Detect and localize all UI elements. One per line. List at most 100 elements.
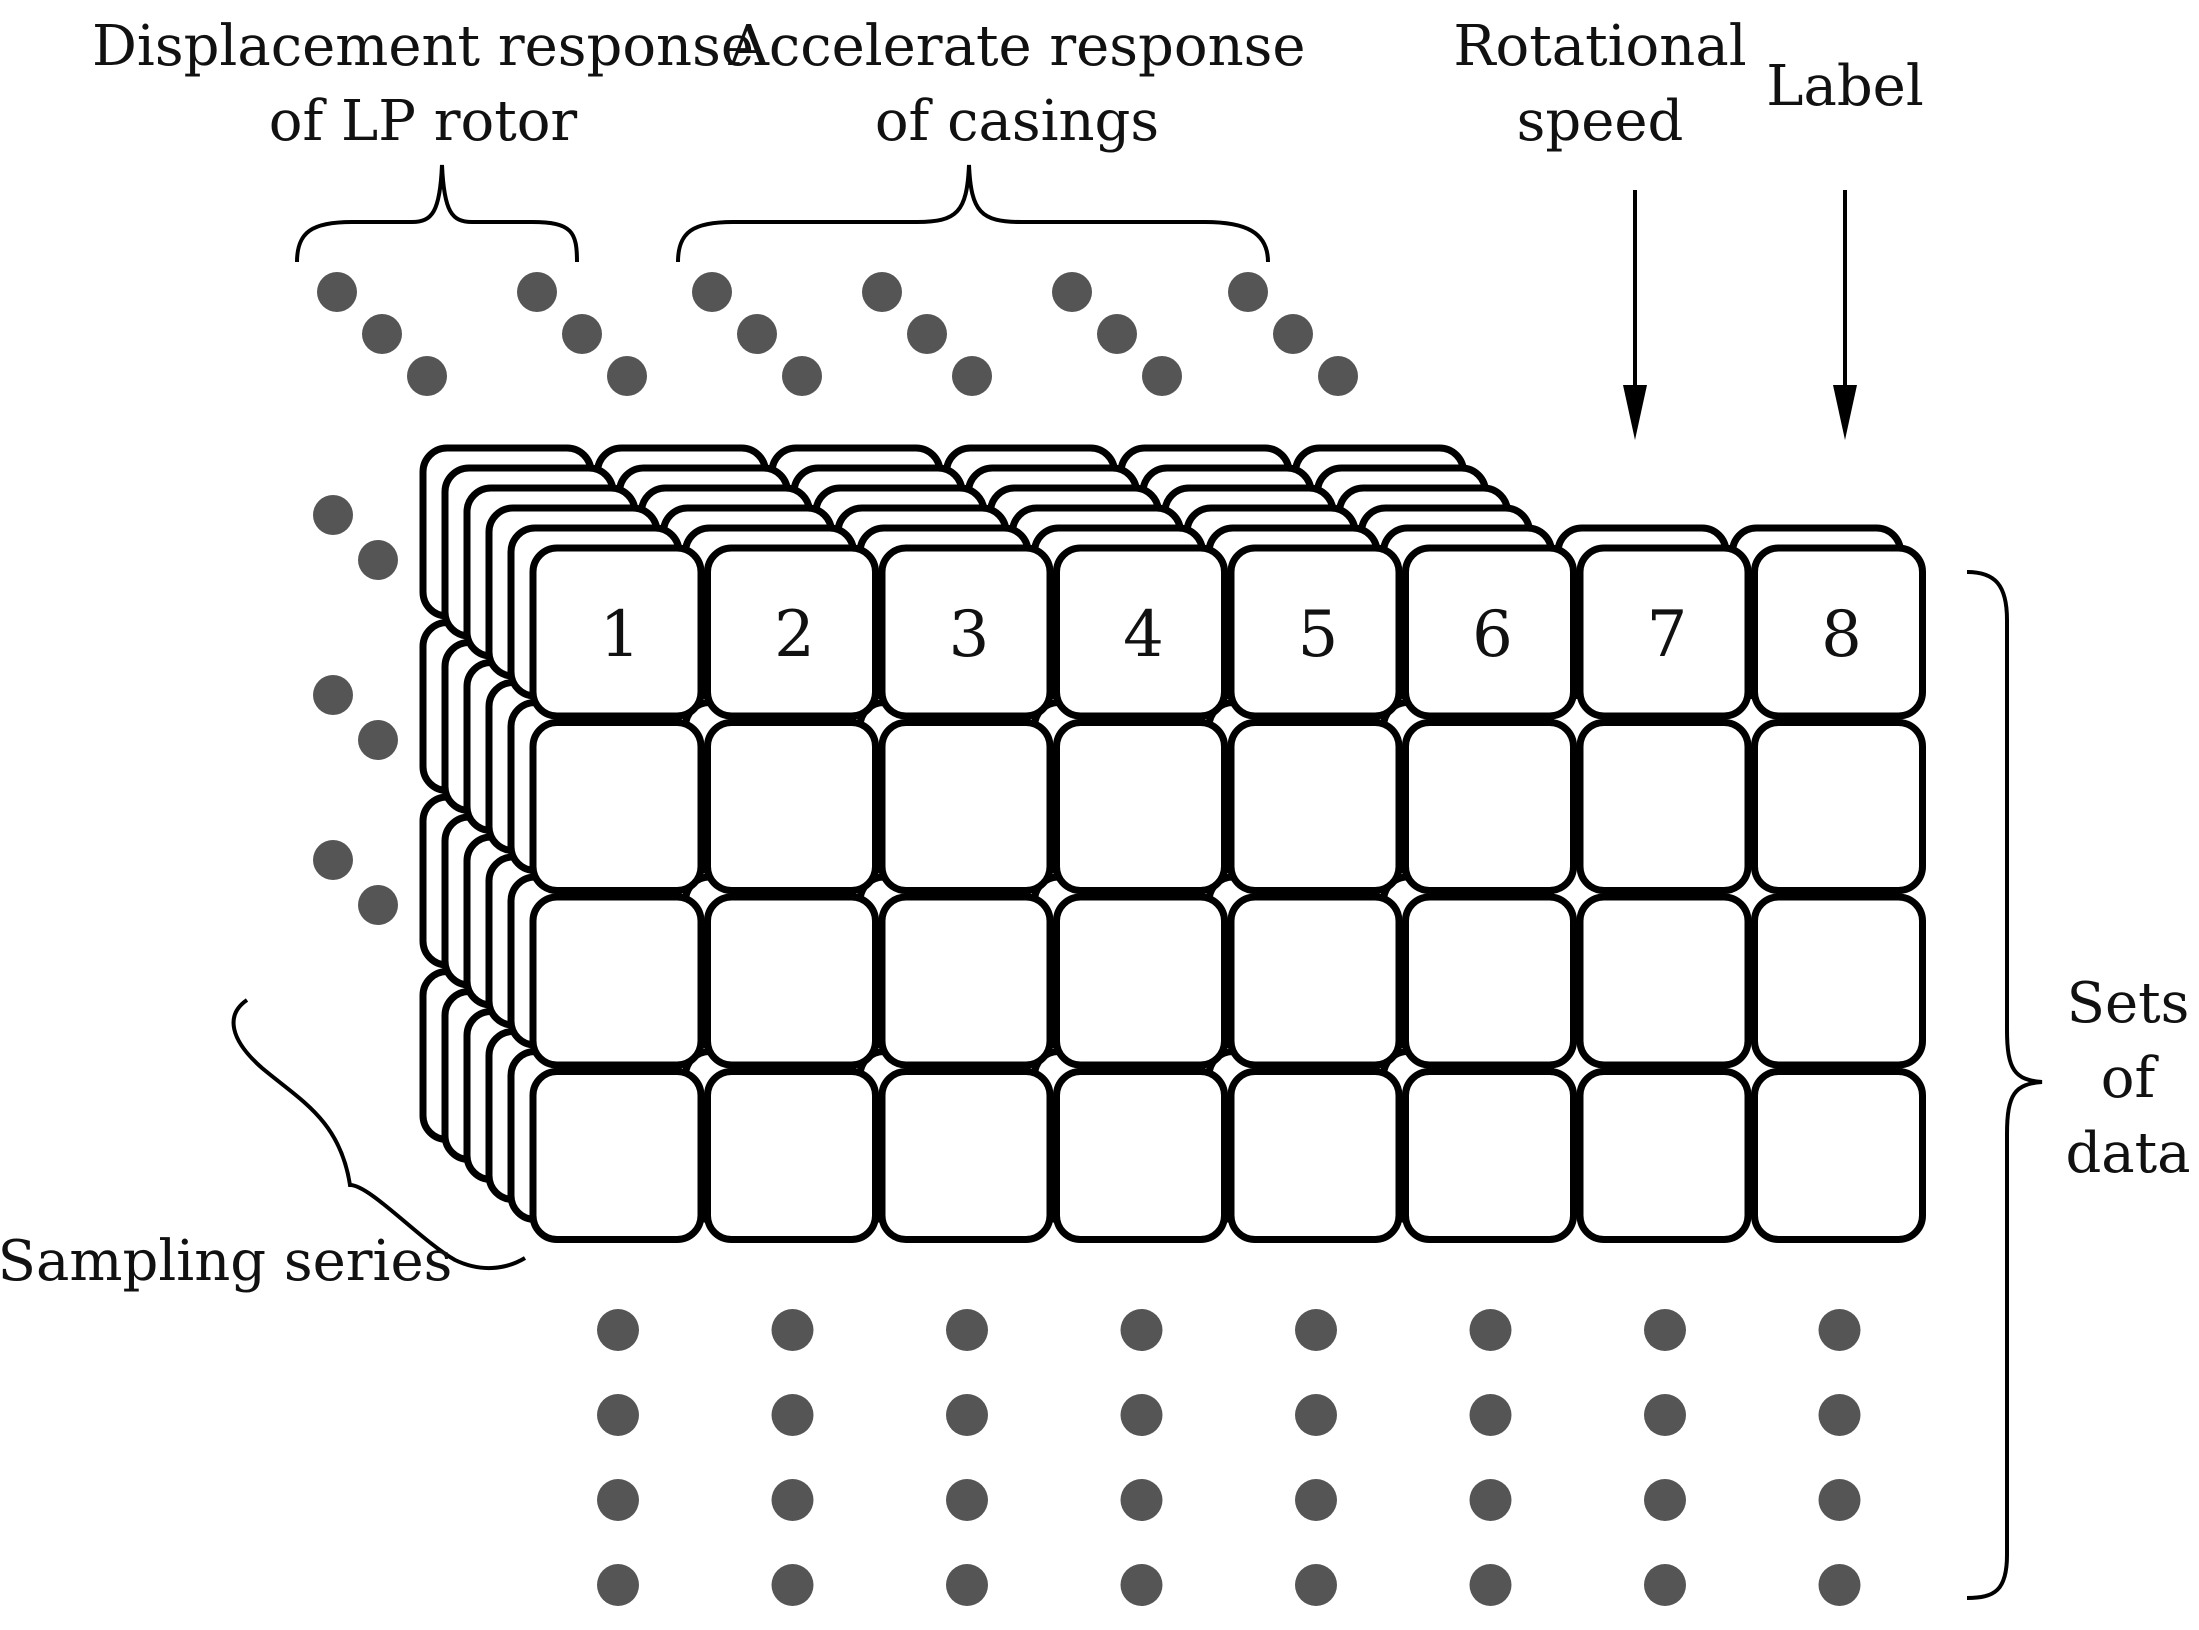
- bottom-dot: [1295, 1394, 1337, 1436]
- depth-dot: [1228, 272, 1268, 312]
- bottom-dot: [946, 1479, 988, 1521]
- depth-dot: [358, 885, 398, 925]
- bottom-dot: [1818, 1564, 1861, 1606]
- data-cell: [529, 719, 705, 894]
- data-cell: [529, 1068, 705, 1243]
- column-header-cell: [1227, 544, 1403, 720]
- displacement-label-line1: Displacement response: [92, 14, 754, 79]
- bottom-dot: [946, 1394, 988, 1436]
- bottom-dot: [1295, 1564, 1337, 1606]
- annotations: [231, 164, 2043, 1600]
- column-number: 6: [1472, 598, 1513, 672]
- depth-dot: [1097, 314, 1137, 354]
- rotational-arrowhead: [1623, 385, 1647, 440]
- bottom-dot: [1818, 1479, 1861, 1521]
- data-cell: [1751, 1068, 1926, 1243]
- column-number: 3: [949, 598, 990, 672]
- bottom-dot: [771, 1394, 814, 1436]
- bottom-dot: [1644, 1394, 1686, 1436]
- depth-dot: [407, 356, 447, 396]
- sampling-brace: [231, 998, 527, 1271]
- depth-dot: [358, 540, 398, 580]
- data-cell: [1751, 719, 1926, 894]
- bottom-dot: [1295, 1309, 1337, 1351]
- column-header-cell: [1751, 544, 1926, 720]
- bottom-dot: [1644, 1564, 1686, 1606]
- bottom-dot: [771, 1479, 814, 1521]
- depth-dot: [317, 272, 357, 312]
- bottom-dot: [946, 1309, 988, 1351]
- accelerate-label-line1: Accelerate response: [727, 14, 1305, 79]
- data-cell: [1576, 893, 1752, 1069]
- depth-dot: [517, 272, 557, 312]
- depth-dot: [607, 356, 647, 396]
- bottom-dot: [597, 1564, 639, 1606]
- bottom-dot: [1469, 1309, 1512, 1351]
- data-cell: [1227, 719, 1403, 894]
- column-number: 2: [774, 598, 815, 672]
- data-cell: [1053, 1068, 1228, 1243]
- column-number: 5: [1298, 598, 1339, 672]
- sets-label-line2: of: [2101, 1046, 2160, 1111]
- depth-dot: [1142, 356, 1182, 396]
- depth-dot: [692, 272, 732, 312]
- column-header-cell: [1576, 544, 1752, 720]
- bottom-dot: [1469, 1394, 1512, 1436]
- bottom-dot: [771, 1564, 814, 1606]
- bottom-dot: [597, 1479, 639, 1521]
- bottom-dot: [1120, 1564, 1163, 1606]
- column-header-cell: [704, 544, 879, 720]
- data-cell: [704, 1068, 879, 1243]
- bottom-dot: [597, 1309, 639, 1351]
- data-cell: [878, 1068, 1054, 1243]
- depth-dot: [737, 314, 777, 354]
- column-header-cell: [878, 544, 1054, 720]
- depth-dot: [313, 495, 353, 535]
- depth-dot: [313, 840, 353, 880]
- data-cell: [1576, 719, 1752, 894]
- sets-brace: [1966, 570, 2043, 1600]
- bottom-dot: [1120, 1394, 1163, 1436]
- sets-label-line3: data: [2065, 1121, 2190, 1186]
- label-arrowhead: [1833, 385, 1857, 440]
- rotational-label-line2: speed: [1517, 89, 1684, 154]
- displacement-brace: [295, 164, 579, 263]
- bottom-ellipsis-dots: [597, 1309, 1861, 1606]
- depth-dot: [1318, 356, 1358, 396]
- depth-dot: [862, 272, 902, 312]
- depth-dot: [1052, 272, 1092, 312]
- data-cell: [1227, 1068, 1403, 1243]
- bottom-dot: [1295, 1479, 1337, 1521]
- column-header-cell: [529, 544, 705, 720]
- bottom-dot: [1644, 1309, 1686, 1351]
- depth-dot: [358, 720, 398, 760]
- data-cell: [529, 893, 705, 1069]
- bottom-dot: [1120, 1309, 1163, 1351]
- accelerate-brace: [676, 164, 1270, 263]
- bottom-dot: [1469, 1479, 1512, 1521]
- depth-dot: [362, 314, 402, 354]
- depth-dot: [562, 314, 602, 354]
- data-cell: [1751, 893, 1926, 1069]
- data-cell: [1402, 719, 1577, 894]
- bottom-dot: [1818, 1394, 1861, 1436]
- data-cell: [1402, 893, 1577, 1069]
- data-cell: [1053, 719, 1228, 894]
- data-cell: [1576, 1068, 1752, 1243]
- bottom-dot: [1818, 1309, 1861, 1351]
- column-number: 8: [1821, 598, 1862, 672]
- depth-ellipsis-dots: [313, 272, 1358, 925]
- column-number: 4: [1123, 598, 1164, 672]
- bottom-dot: [771, 1309, 814, 1351]
- bottom-dot: [1644, 1479, 1686, 1521]
- bottom-dot: [1469, 1564, 1512, 1606]
- column-header-cell: [1053, 544, 1228, 720]
- depth-dot: [952, 356, 992, 396]
- displacement-label-line2: of LP rotor: [269, 89, 578, 154]
- label-column-label: Label: [1766, 54, 1923, 119]
- sampling-series-label: Sampling series: [0, 1229, 452, 1294]
- depth-dot: [313, 675, 353, 715]
- data-cell: [878, 719, 1054, 894]
- bottom-dot: [597, 1394, 639, 1436]
